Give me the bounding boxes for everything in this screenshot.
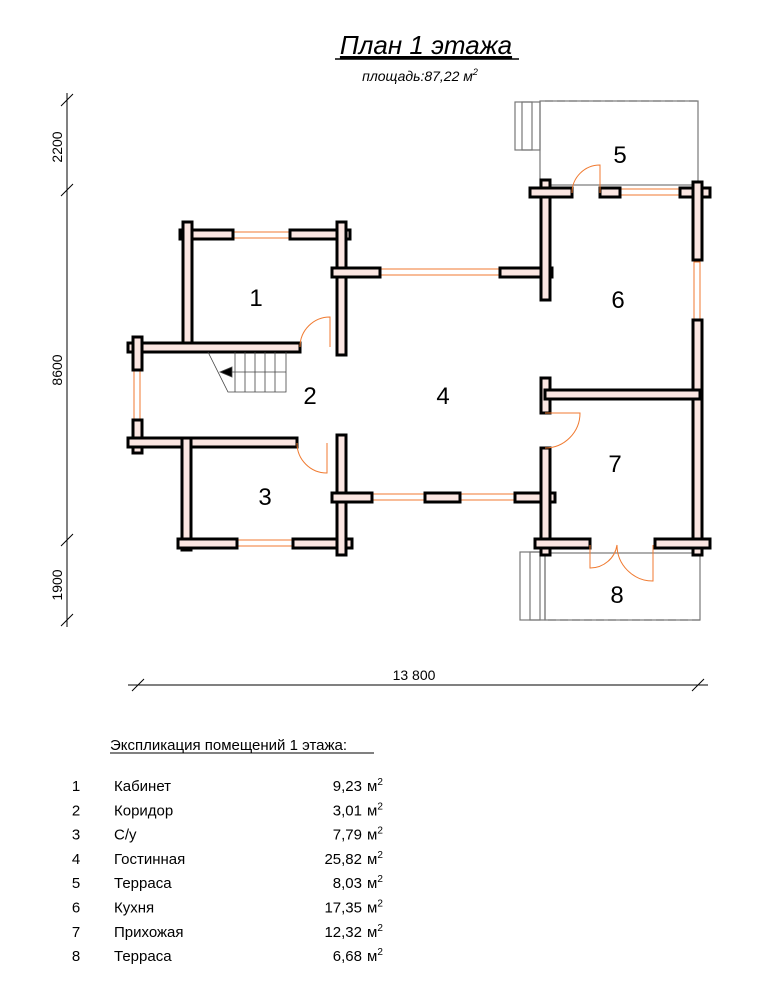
terrace-5-outline <box>514 100 699 186</box>
area-unit: м2 <box>367 899 383 917</box>
dimension-bottom: 1900 <box>49 569 65 600</box>
plan-title: План 1 этажа <box>340 30 512 60</box>
room-area: 7,79 <box>333 827 362 844</box>
room-name: Гостинная <box>114 851 185 868</box>
area-unit: м2 <box>367 801 383 819</box>
row-number: 3 <box>72 827 80 844</box>
area-unit: м2 <box>367 850 383 868</box>
room-label-7: 7 <box>608 451 621 478</box>
row-number: 2 <box>72 802 80 819</box>
row-number: 1 <box>72 778 80 795</box>
row-number: 5 <box>72 875 80 892</box>
dimension-middle: 8600 <box>49 354 65 385</box>
stair-arrow-icon <box>218 366 233 378</box>
room-label-3: 3 <box>258 484 271 511</box>
room-area: 17,35 <box>324 900 362 917</box>
room-area: 12,32 <box>324 924 362 941</box>
area-label: площадь:87,22 м2 <box>362 67 478 84</box>
room-area: 9,23 <box>333 778 362 795</box>
staircase <box>207 351 287 393</box>
terrace-8-outline <box>519 551 701 621</box>
room-name: Кухня <box>114 900 154 917</box>
dimension-top: 2200 <box>49 131 65 162</box>
area-unit: м2 <box>367 826 383 844</box>
room-label-6: 6 <box>611 287 624 314</box>
area-unit: м2 <box>367 874 383 892</box>
room-name: С/у <box>114 827 137 844</box>
room-name: Прихожая <box>114 924 184 941</box>
area-unit: м2 <box>367 947 383 965</box>
room-area: 6,68 <box>333 948 362 965</box>
explication-table: 1 Кабинет 9,23 м2 2 Коридор 3,01 м2 3 С/у 7,79 м2 4 Г… <box>72 777 383 965</box>
walls <box>126 178 712 557</box>
row-number: 4 <box>72 851 80 868</box>
dimension-lines <box>60 93 708 692</box>
room-area: 25,82 <box>324 851 362 868</box>
room-label-2: 2 <box>303 383 316 410</box>
room-area: 8,03 <box>333 875 362 892</box>
dimension-width: 13 800 <box>393 667 436 683</box>
room-name: Коридор <box>114 802 173 819</box>
room-name: Терраса <box>114 948 172 965</box>
room-area: 3,01 <box>333 802 362 819</box>
area-unit: м2 <box>367 923 383 941</box>
explication-title: Экспликация помещений 1 этажа: <box>110 737 347 754</box>
room-name: Кабинет <box>114 778 171 795</box>
room-label-1: 1 <box>249 285 262 312</box>
windows <box>133 188 701 547</box>
row-number: 6 <box>72 900 80 917</box>
room-name: Терраса <box>114 875 172 892</box>
area-unit: м2 <box>367 777 383 795</box>
room-label-4: 4 <box>436 383 449 410</box>
row-number: 8 <box>72 948 80 965</box>
row-number: 7 <box>72 924 80 941</box>
doors <box>296 164 654 582</box>
room-label-5: 5 <box>613 142 626 169</box>
room-label-8: 8 <box>610 582 623 609</box>
